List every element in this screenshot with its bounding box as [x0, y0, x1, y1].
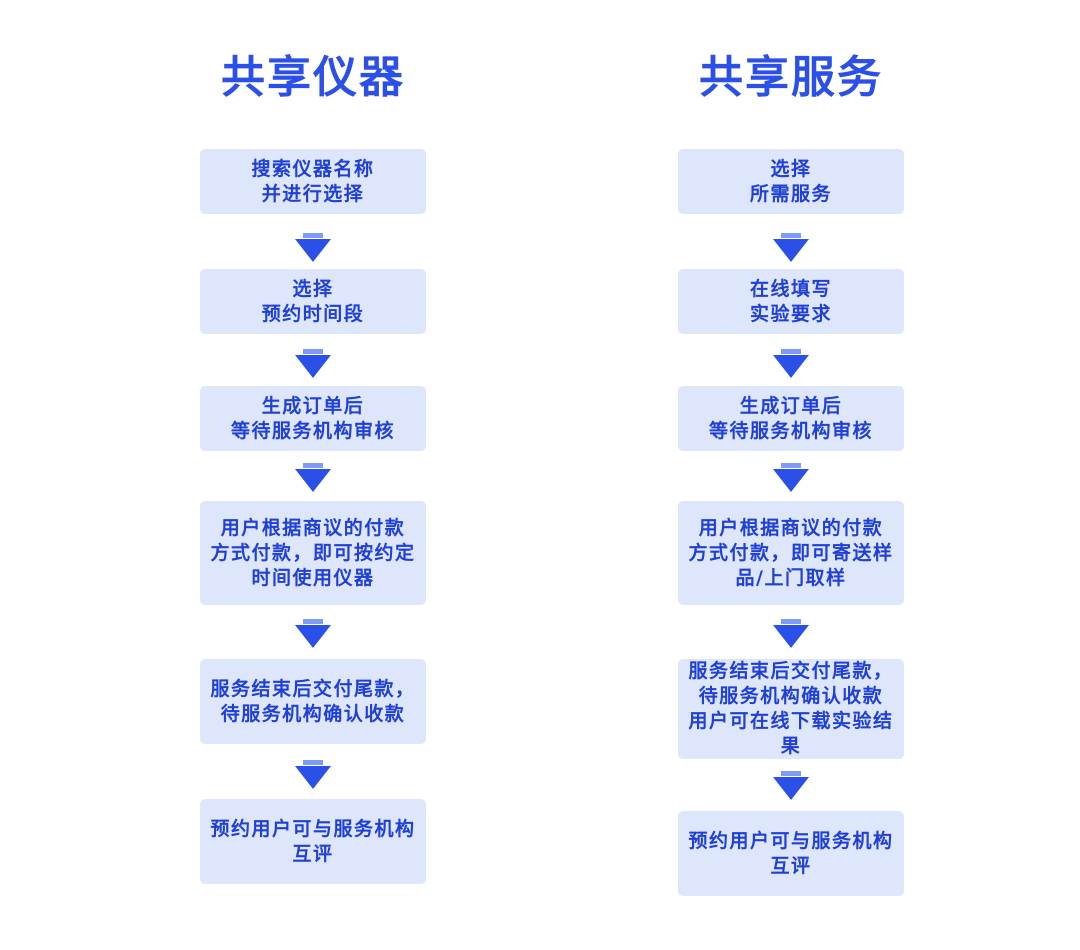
down-arrow-icon: [773, 233, 809, 262]
flow-step-2: 选择 预约时间段: [200, 269, 426, 334]
down-arrow-icon: [295, 760, 331, 789]
down-arrow-icon: [773, 771, 809, 800]
flow-step-1: 选择 所需服务: [678, 149, 904, 214]
down-arrow-icon: [295, 349, 331, 378]
flow-step-2: 在线填写 实验要求: [678, 269, 904, 334]
down-arrow-icon: [773, 349, 809, 378]
down-arrow-icon: [773, 619, 809, 648]
flow-step-3: 生成订单后 等待服务机构审核: [200, 386, 426, 451]
flow-step-4: 用户根据商议的付款 方式付款，即可寄送样 品/上门取样: [678, 501, 904, 605]
down-arrow-icon: [295, 233, 331, 262]
down-arrow-icon: [295, 619, 331, 648]
down-arrow-icon: [295, 463, 331, 492]
flow-step-1: 搜索仪器名称 并进行选择: [200, 149, 426, 214]
down-arrow-icon: [773, 463, 809, 492]
column-title: 共享服务: [699, 52, 883, 103]
flow-step-6: 预约用户可与服务机构 互评: [200, 799, 426, 884]
column-title: 共享仪器: [221, 52, 405, 103]
flow-step-5: 服务结束后交付尾款， 待服务机构确认收款: [200, 659, 426, 744]
flow-step-3: 生成订单后 等待服务机构审核: [678, 386, 904, 451]
flow-step-6: 预约用户可与服务机构 互评: [678, 811, 904, 896]
flow-step-4: 用户根据商议的付款 方式付款，即可按约定 时间使用仪器: [200, 501, 426, 605]
flow-step-5: 服务结束后交付尾款， 待服务机构确认收款 用户可在线下载实验结果: [678, 659, 904, 759]
